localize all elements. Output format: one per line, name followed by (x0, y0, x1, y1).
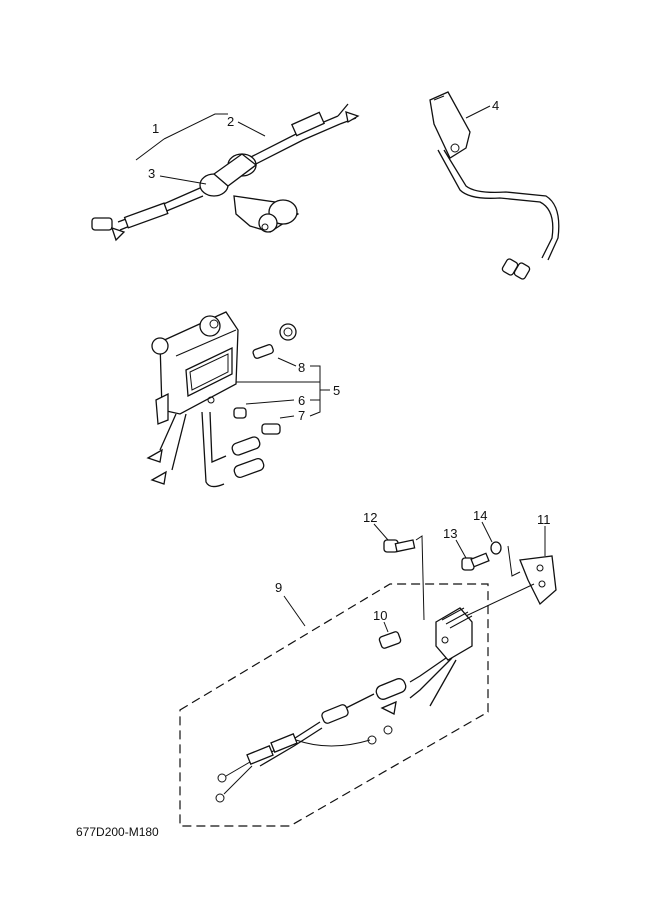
callout-12-leader (373, 523, 389, 541)
callout-10: 10 (373, 608, 387, 623)
callout-9-leader (283, 595, 306, 627)
callout-9: 9 (275, 580, 282, 595)
pulser-coil-assembly (91, 103, 360, 242)
callout-5: 5 (333, 383, 340, 398)
callout-10-leader (383, 621, 389, 633)
callout-8: 8 (298, 360, 305, 375)
callout-7: 7 (298, 408, 305, 423)
callout-4-leader (465, 105, 491, 119)
callout-3: 3 (148, 166, 155, 181)
callout-12: 12 (363, 510, 377, 525)
callout-14-leader (481, 521, 493, 543)
part-4-sensor (429, 91, 560, 280)
callout-11: 11 (537, 512, 551, 527)
callout-leaders-1-2-3 (135, 113, 266, 185)
callout-13-leader (455, 539, 467, 559)
rectifier-regulator (215, 607, 473, 803)
callout-13: 13 (443, 526, 457, 541)
callout-1: 1 (152, 121, 159, 136)
callout-2: 2 (227, 114, 234, 129)
part-10-cap (378, 631, 402, 649)
part-14-washer (490, 541, 521, 577)
part-12-bolt (383, 535, 425, 621)
cdi-unit-assembly (146, 311, 297, 488)
callout-6: 6 (298, 393, 305, 408)
callout-4: 4 (492, 98, 499, 113)
assembly-9-outline (179, 583, 489, 827)
callout-14: 14 (473, 508, 487, 523)
part-13-bolt (461, 552, 490, 571)
diagram-code: 677D200-M180 (76, 825, 159, 839)
callout-leaders-5-8 (236, 357, 330, 419)
